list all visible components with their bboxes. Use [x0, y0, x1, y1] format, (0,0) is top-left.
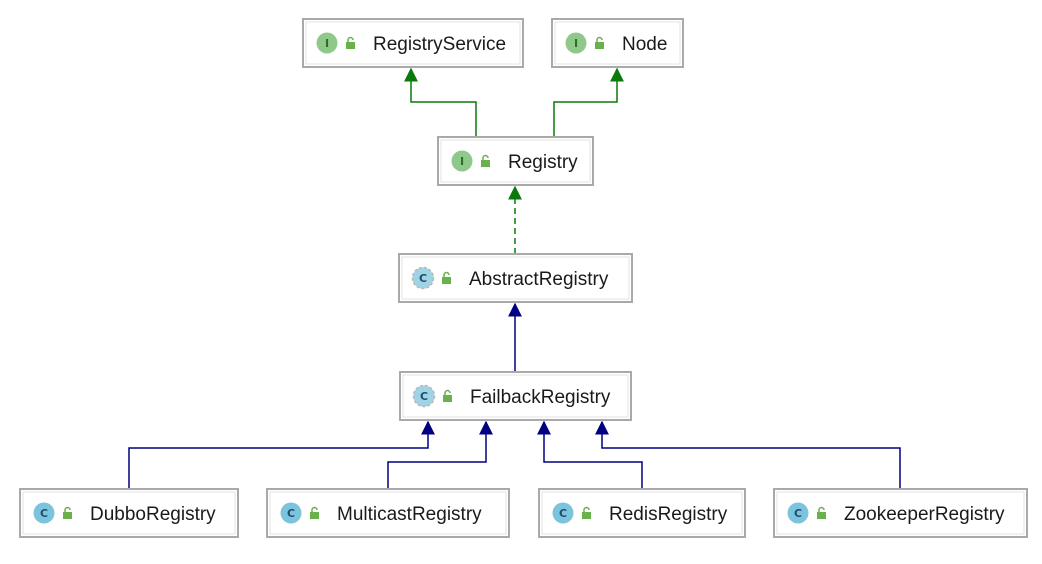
svg-text:I: I — [574, 37, 578, 50]
class-icon: C — [33, 502, 55, 524]
node-zookeeperregistry[interactable]: C ZookeeperRegistry — [773, 488, 1028, 538]
node-label: ZookeeperRegistry — [844, 504, 1005, 525]
node-label: AbstractRegistry — [469, 269, 609, 290]
svg-text:C: C — [40, 507, 48, 520]
edge-redisregistry-to-failbackregistry — [537, 420, 643, 489]
node-label: FailbackRegistry — [470, 387, 611, 408]
node-multicastregistry[interactable]: C MulticastRegistry — [266, 488, 510, 538]
node-label: RegistryService — [373, 34, 506, 55]
edges-layer — [128, 67, 901, 489]
node-node[interactable]: I Node — [551, 18, 684, 68]
node-failbackregistry[interactable]: C FailbackRegistry — [399, 371, 632, 421]
edge-multicastregistry-to-failbackregistry — [387, 420, 493, 489]
node-redisregistry[interactable]: C RedisRegistry — [538, 488, 746, 538]
node-registry[interactable]: I Registry — [437, 136, 594, 186]
node-label: DubboRegistry — [90, 504, 216, 525]
svg-text:C: C — [287, 507, 295, 520]
edge-registry-to-registryservice — [404, 67, 477, 137]
svg-text:C: C — [420, 390, 428, 403]
public-lock-icon — [346, 36, 355, 49]
interface-icon: I — [451, 150, 473, 172]
interface-icon: I — [316, 32, 338, 54]
svg-text:C: C — [419, 272, 427, 285]
svg-text:C: C — [559, 507, 567, 520]
public-lock-icon — [63, 506, 72, 519]
abstract-class-icon: C — [412, 384, 436, 408]
edge-zookeeperregistry-to-failbackregistry — [595, 420, 901, 489]
node-label: MulticastRegistry — [337, 504, 482, 525]
node-abstractregistry[interactable]: C AbstractRegistry — [398, 253, 633, 303]
class-icon: C — [552, 502, 574, 524]
abstract-class-icon: C — [411, 266, 435, 290]
node-label: RedisRegistry — [609, 504, 728, 525]
svg-text:I: I — [460, 155, 464, 168]
public-lock-icon — [443, 389, 452, 402]
interface-icon: I — [565, 32, 587, 54]
public-lock-icon — [310, 506, 319, 519]
node-registryservice[interactable]: I RegistryService — [302, 18, 524, 68]
public-lock-icon — [481, 154, 490, 167]
edge-dubboregistry-to-failbackregistry — [128, 420, 435, 489]
svg-text:C: C — [794, 507, 802, 520]
edge-registry-to-node — [553, 67, 624, 137]
class-icon: C — [787, 502, 809, 524]
node-label: Registry — [508, 152, 578, 173]
public-lock-icon — [595, 36, 604, 49]
node-dubboregistry[interactable]: C DubboRegistry — [19, 488, 239, 538]
class-icon: C — [280, 502, 302, 524]
node-label: Node — [622, 34, 667, 55]
svg-text:I: I — [325, 37, 329, 50]
public-lock-icon — [442, 271, 451, 284]
public-lock-icon — [817, 506, 826, 519]
public-lock-icon — [582, 506, 591, 519]
